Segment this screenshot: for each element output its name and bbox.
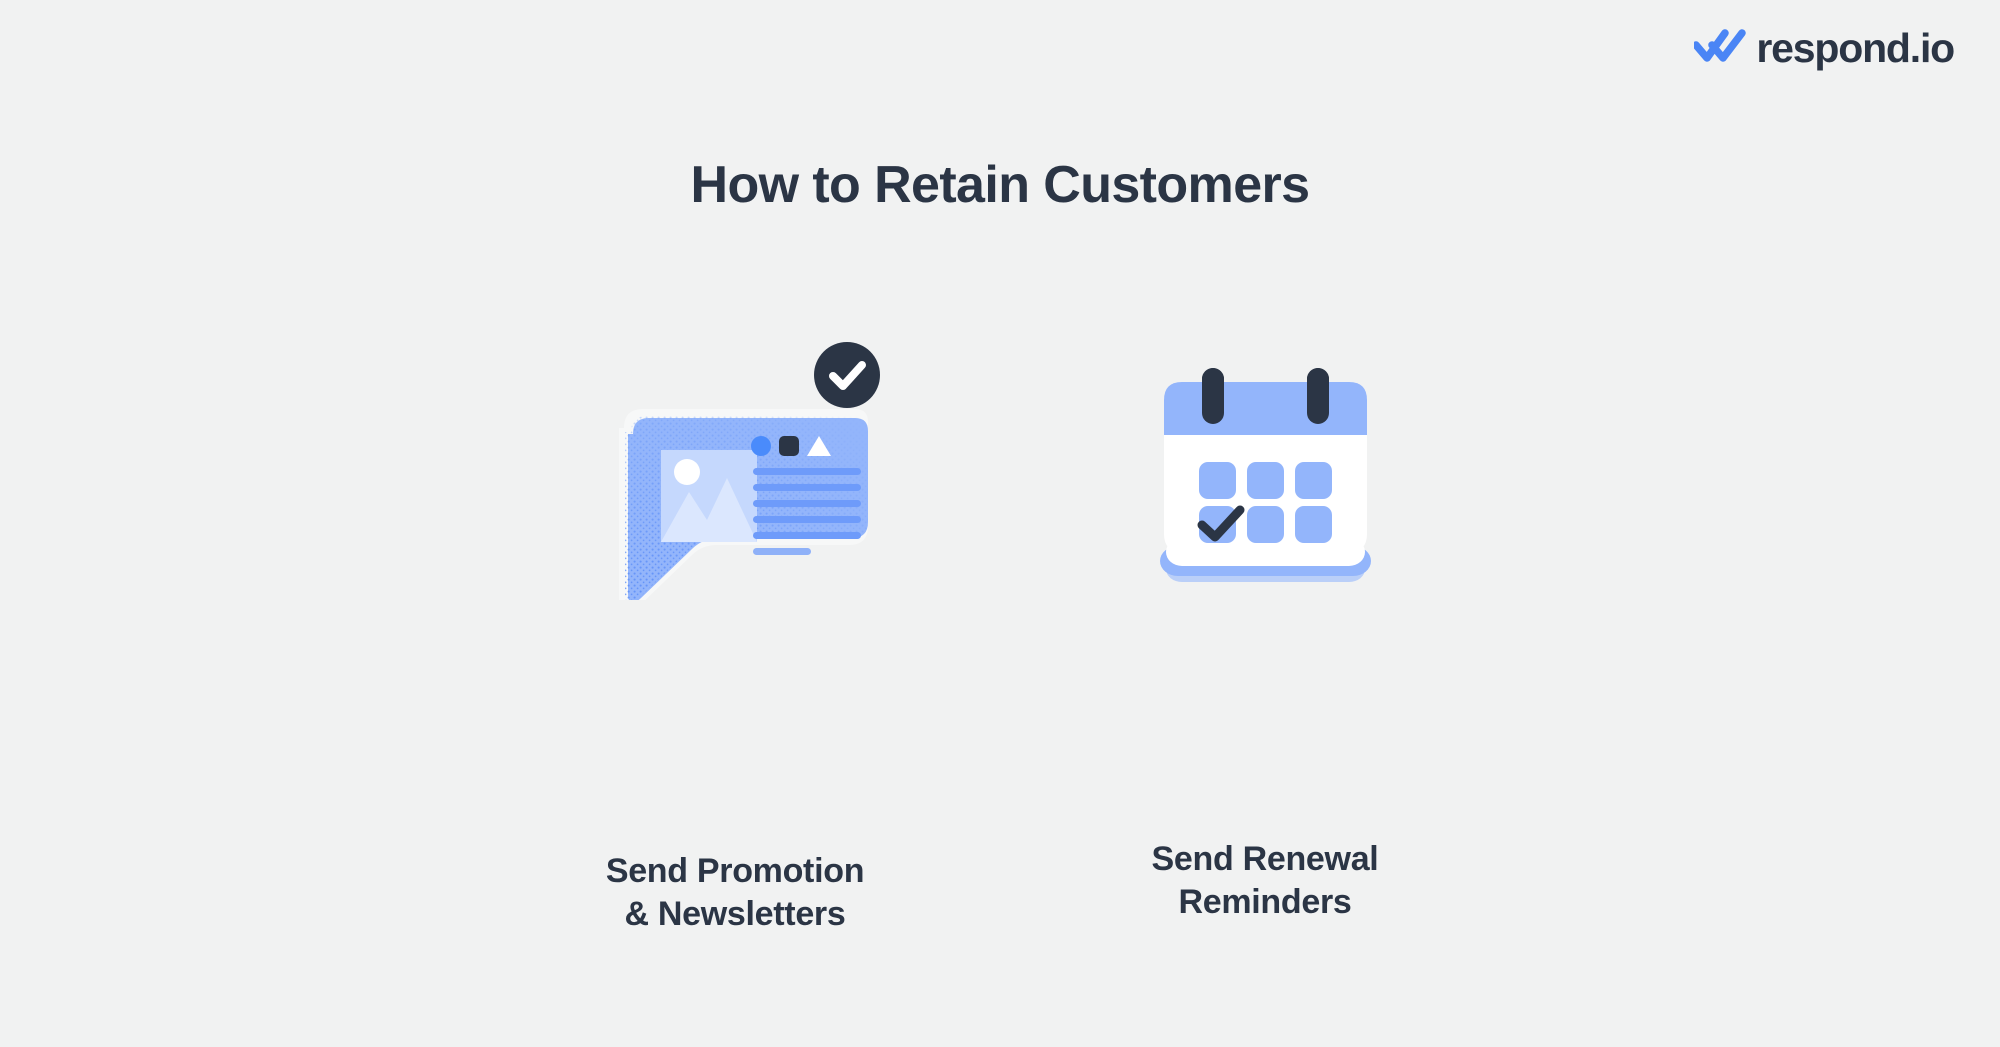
card-artwork [1100,330,1430,620]
calendar-check-icon [1158,360,1373,590]
brand-wordmark: respond.io [1756,25,1955,71]
chat-bubble-message-icon [603,342,880,600]
card-send-promotion[interactable]: Send Promotion & Newsletters [570,330,900,935]
card-artwork [570,330,900,620]
card-label: Send Renewal Reminders [1151,840,1379,921]
double-check-icon [1692,29,1747,68]
brand-logo[interactable]: respond.io [1692,25,1955,71]
card-send-renewal[interactable]: Send Renewal Reminders [1100,330,1430,923]
page-title: How to Retain Customers [690,155,1311,214]
feature-cards: Send Promotion & Newsletters [0,330,2000,935]
card-label: Send Promotion & Newsletters [605,852,865,933]
check-badge-icon [813,342,880,408]
